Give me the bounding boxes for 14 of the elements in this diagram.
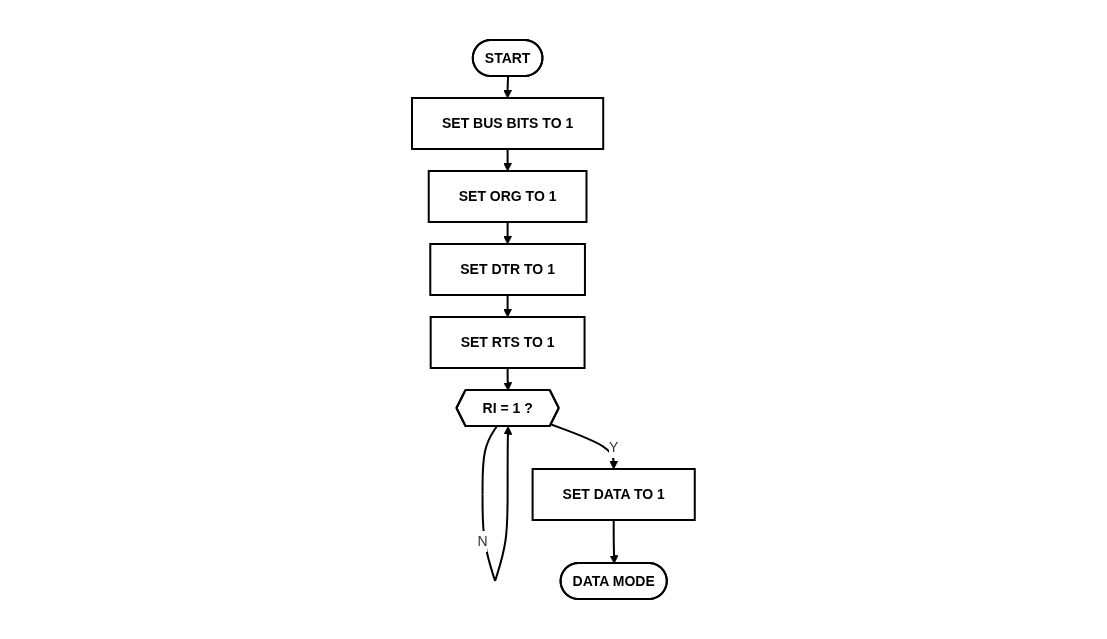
edge-label: Y — [609, 439, 619, 455]
node-box: SET ORG TO 1 — [427, 170, 588, 223]
arrow — [503, 294, 513, 318]
arrow — [550, 423, 619, 470]
node-box: SET DTR TO 1 — [429, 243, 587, 296]
arrow — [503, 221, 513, 245]
arrow — [503, 75, 513, 99]
node-box: SET BUS BITS TO 1 — [411, 97, 605, 150]
arrow — [503, 148, 513, 172]
arrow — [503, 367, 513, 391]
node-box: SET DATA TO 1 — [531, 468, 696, 521]
arrow — [609, 519, 619, 564]
node-box: SET RTS TO 1 — [429, 316, 586, 369]
edge-label: N — [477, 533, 488, 549]
